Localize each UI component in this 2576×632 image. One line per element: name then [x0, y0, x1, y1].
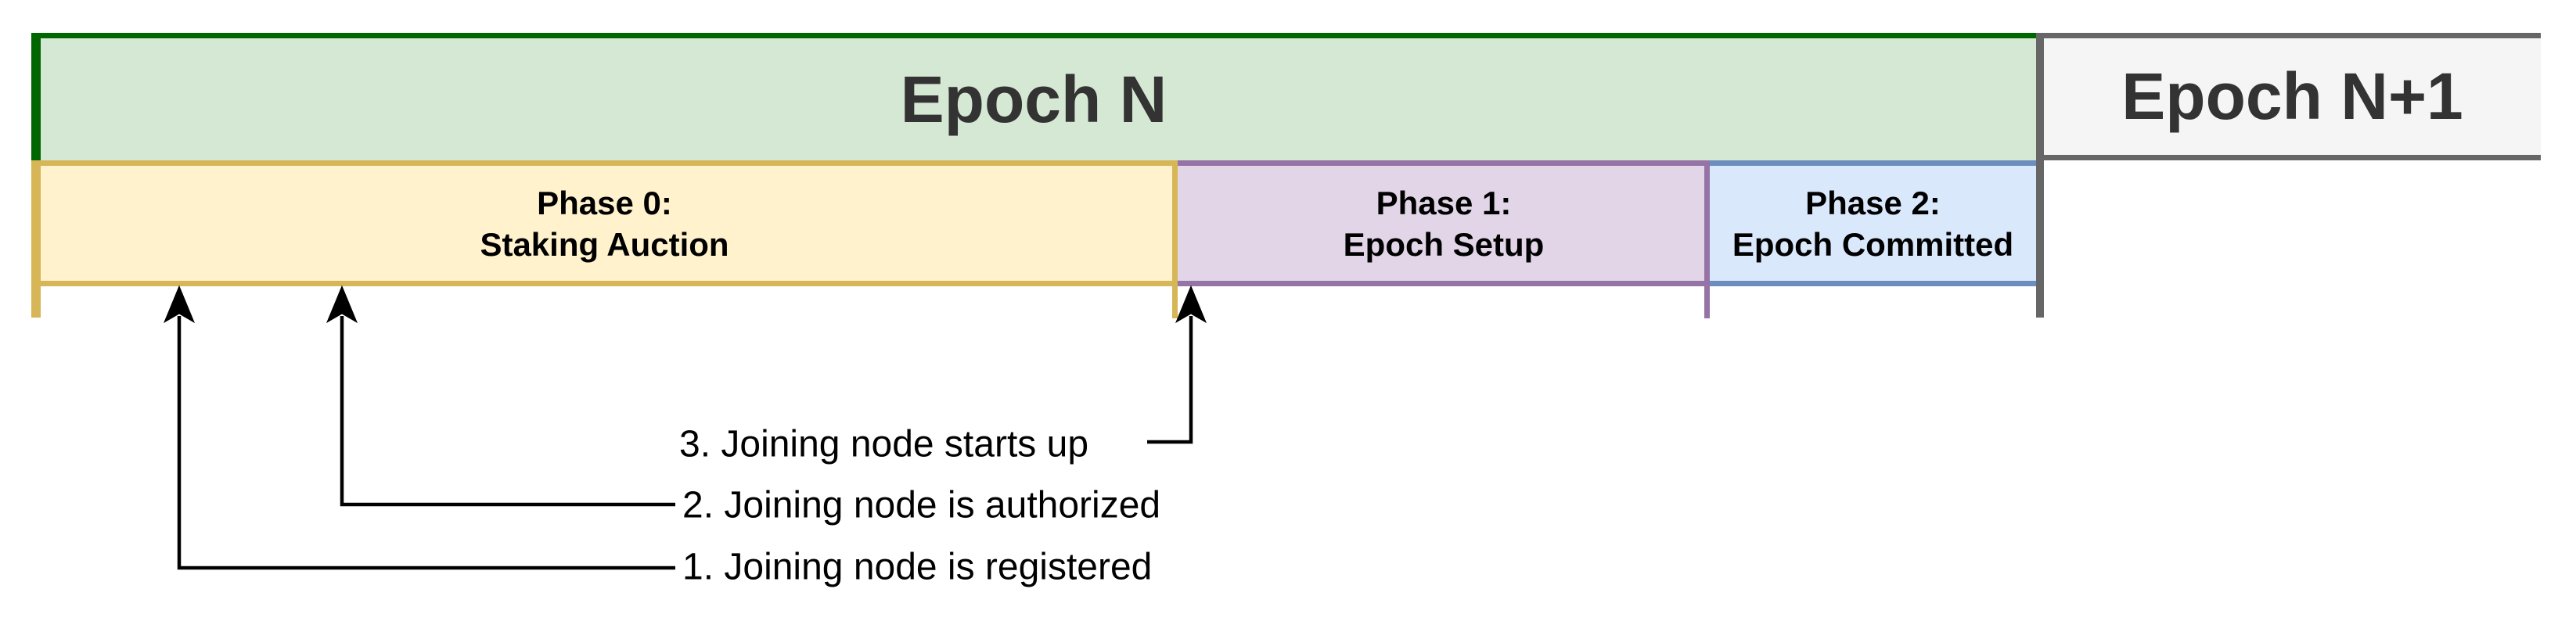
arrow-2-connector [340, 316, 675, 507]
epoch-n-bar: Epoch N [31, 33, 2036, 160]
arrow-3-head-icon [1175, 285, 1207, 324]
phase-2-epoch-committed-bar: Phase 2: Epoch Committed [1710, 160, 2036, 286]
phase-0-end-boundary [1172, 160, 1178, 318]
phase-1-title: Phase 1: [1376, 184, 1512, 221]
arrow-3-connector [1147, 316, 1193, 444]
phase-0-subtitle: Staking Auction [480, 225, 729, 263]
phase-0-staking-auction-bar: Phase 0: Staking Auction [31, 160, 1178, 286]
phase-2-title: Phase 2: [1805, 184, 1941, 221]
arrow-1-head-icon [163, 285, 196, 324]
phase-1-end-boundary [1704, 160, 1710, 318]
phase-0-start-marker [31, 160, 41, 318]
phase-1-epoch-setup-bar: Phase 1: Epoch Setup [1178, 160, 1710, 286]
arrow-1-connector [177, 316, 675, 570]
phase-1-subtitle: Epoch Setup [1343, 225, 1545, 263]
arrow-2-head-icon [326, 285, 358, 324]
phase-2-subtitle: Epoch Committed [1732, 225, 2014, 263]
epoch-n-plus-1-bar: Epoch N+1 [2044, 33, 2541, 160]
epoch-n-plus-1-label: Epoch N+1 [2121, 59, 2463, 133]
epoch-boundary-divider [2036, 33, 2044, 318]
annotation-joining-node-starts-up: 3. Joining node starts up [679, 423, 1089, 465]
annotation-joining-node-authorized: 2. Joining node is authorized [682, 484, 1161, 526]
annotation-joining-node-registered: 1. Joining node is registered [682, 546, 1153, 588]
phase-0-title: Phase 0: [537, 184, 672, 221]
epoch-n-label: Epoch N [900, 62, 1167, 136]
epoch-n-start-marker [31, 33, 41, 160]
